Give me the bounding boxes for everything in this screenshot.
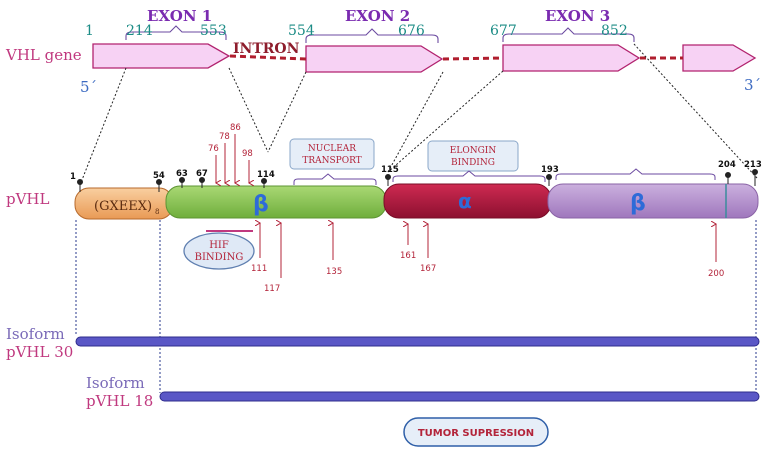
beta-domain-2-brace bbox=[555, 168, 716, 180]
nuclear-transport-line2: TRANSPORT bbox=[302, 156, 361, 166]
position-204: 204 bbox=[718, 160, 736, 170]
isoform-guide-lines bbox=[75, 220, 757, 393]
intron-label: INTRON bbox=[233, 41, 300, 57]
isoform-18-line2: pVHL 18 bbox=[86, 392, 153, 410]
tumor-suppression-label: TUMOR SUPRESSION bbox=[418, 428, 534, 439]
hif-binding-line1: HIF bbox=[209, 240, 229, 251]
mutation-78: 78 bbox=[219, 132, 230, 142]
isoform-18-bar bbox=[159, 391, 760, 402]
hif-binding-badge bbox=[183, 232, 255, 270]
intron-line-2 bbox=[442, 56, 504, 61]
exon-1-title: EXON 1 bbox=[147, 7, 212, 25]
exon-3-title: EXON 3 bbox=[545, 7, 610, 25]
mutation-200: 200 bbox=[708, 269, 724, 279]
isoform-30-line1: Isoform bbox=[6, 325, 65, 343]
mutation-135: 135 bbox=[326, 267, 342, 277]
isoform-18-line1: Isoform bbox=[86, 374, 145, 392]
vhl-gene-label: VHL gene bbox=[5, 46, 82, 64]
position-213: 213 bbox=[744, 160, 762, 170]
beta-domain-1-symbol: β bbox=[253, 192, 269, 217]
nuclear-transport-line1: NUCLEAR bbox=[308, 144, 356, 154]
mutation-arrows-bottom bbox=[260, 223, 716, 278]
isoform-30-bar bbox=[75, 336, 760, 347]
elongin-binding-brace bbox=[392, 170, 546, 182]
gene-protein-mapping-lines bbox=[79, 43, 758, 186]
mutation-117: 117 bbox=[264, 284, 280, 294]
mutation-76: 76 bbox=[208, 144, 219, 154]
mutation-98: 98 bbox=[242, 149, 253, 159]
exon-1-brace bbox=[125, 25, 227, 40]
acidic-domain-subscript: 8 bbox=[155, 208, 159, 216]
nuclear-transport-brace bbox=[293, 173, 377, 185]
exon-1-block bbox=[92, 43, 231, 69]
alpha-domain-symbol: α bbox=[458, 189, 472, 213]
exon-3-utr-block bbox=[682, 44, 757, 72]
exon-2-block bbox=[305, 45, 444, 73]
isoform-30-line2: pVHL 30 bbox=[6, 343, 73, 361]
exon-1-start: 1 bbox=[85, 23, 94, 39]
position-1: 1 bbox=[70, 172, 76, 182]
three-prime-label: 3´ bbox=[744, 76, 761, 94]
mutation-167: 167 bbox=[420, 264, 436, 274]
position-115: 115 bbox=[381, 165, 399, 175]
position-54: 54 bbox=[153, 171, 165, 181]
beta-domain-2 bbox=[547, 183, 759, 219]
five-prime-label: 5´ bbox=[80, 78, 97, 96]
mutation-arrows-top bbox=[216, 134, 249, 183]
elongin-binding-box bbox=[427, 140, 519, 172]
position-193: 193 bbox=[541, 165, 559, 175]
exon-3-end: 852 bbox=[601, 23, 628, 39]
exon-2-title: EXON 2 bbox=[345, 7, 410, 25]
exon-2-brace bbox=[305, 28, 439, 43]
exon-2-end: 676 bbox=[398, 23, 425, 39]
exon-3-start: 677 bbox=[490, 23, 517, 39]
position-pins bbox=[77, 169, 758, 192]
mutation-86: 86 bbox=[230, 123, 241, 133]
nuclear-transport-box bbox=[289, 138, 375, 170]
exon-3-block bbox=[502, 44, 641, 72]
exon-1-start2: 214 bbox=[126, 23, 153, 39]
intron-line-1 bbox=[229, 54, 307, 61]
beta-domain-2-symbol: β bbox=[630, 191, 646, 216]
elongin-binding-line2: BINDING bbox=[451, 158, 495, 168]
pvhl-label: pVHL bbox=[6, 190, 50, 208]
acidic-domain-label: (GXEEX) bbox=[94, 199, 152, 214]
mutation-161: 161 bbox=[400, 251, 416, 261]
hif-binding-line2: BINDING bbox=[195, 252, 244, 263]
position-63: 63 bbox=[176, 169, 188, 179]
exon-2-start: 554 bbox=[288, 23, 315, 39]
elongin-binding-line1: ELONGIN bbox=[450, 146, 497, 156]
tumor-suppression-badge bbox=[403, 417, 549, 447]
mutation-111: 111 bbox=[251, 264, 267, 274]
exon-3-brace bbox=[502, 27, 635, 42]
beta-domain-1 bbox=[165, 185, 387, 219]
exon-1-end: 553 bbox=[200, 23, 227, 39]
position-67: 67 bbox=[196, 169, 208, 179]
position-114: 114 bbox=[257, 170, 275, 180]
